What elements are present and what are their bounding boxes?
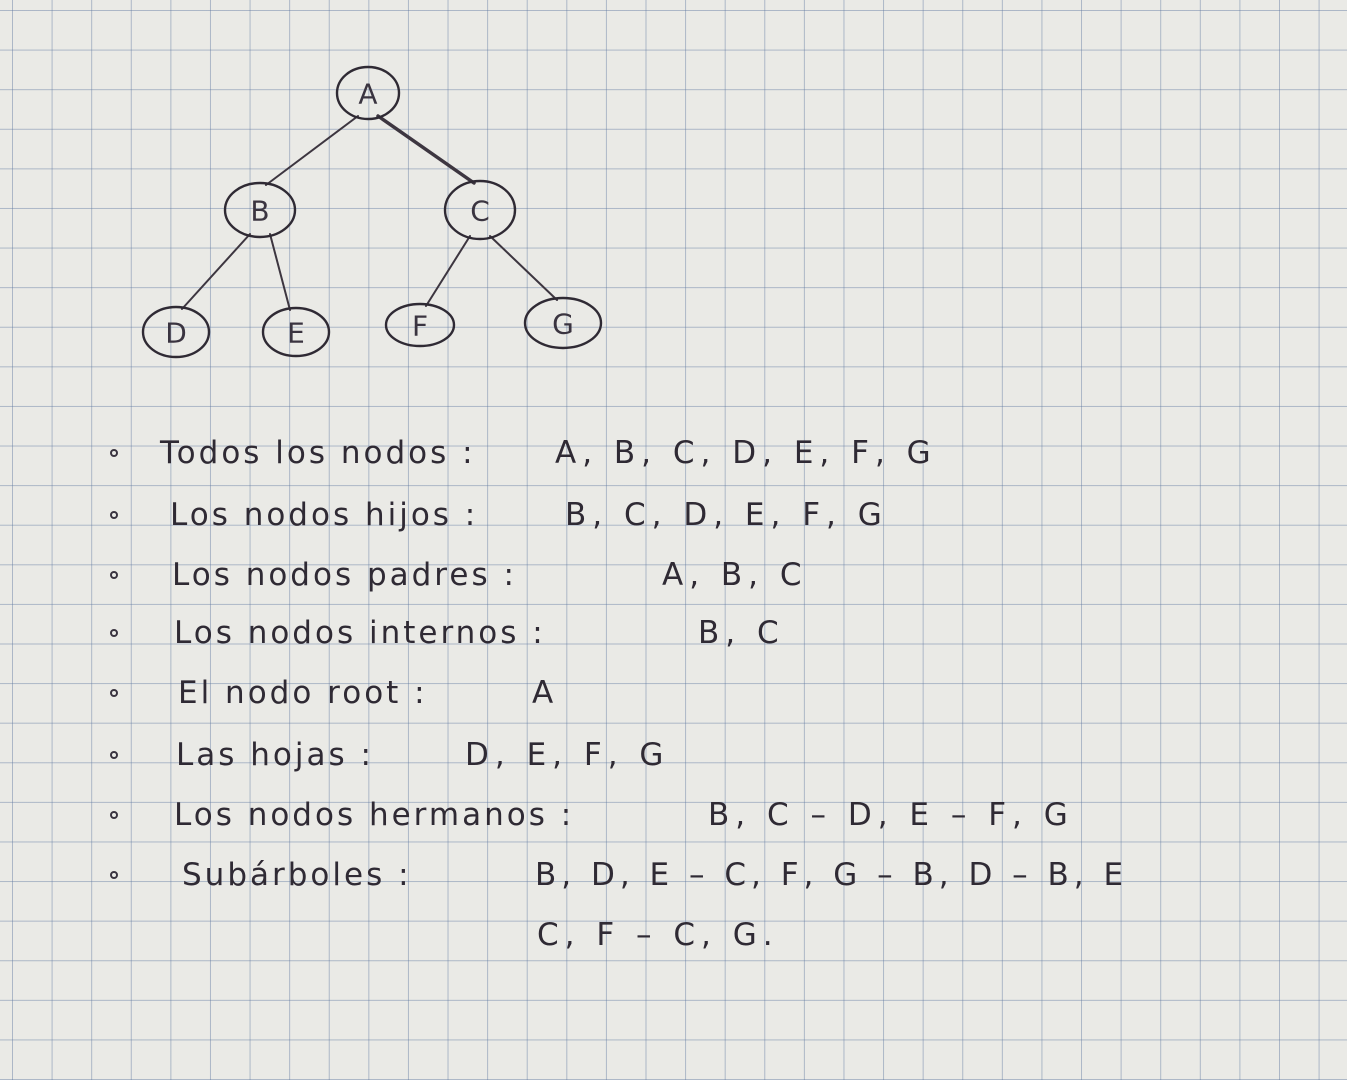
node-label: C — [470, 195, 490, 228]
note-value: D, E, F, G — [465, 737, 670, 773]
edge-A-B — [265, 115, 359, 186]
note-value: B, C – D, E – F, G — [708, 797, 1074, 833]
node-E: E — [261, 306, 331, 358]
note-label: Los nodos hijos : — [170, 497, 479, 533]
node-circle — [443, 179, 517, 241]
node-G: G — [523, 296, 603, 350]
note-label: Los nodos internos : — [174, 615, 546, 651]
note-value: B, C, D, E, F, G — [565, 497, 888, 533]
node-circle — [384, 302, 456, 348]
node-label: A — [358, 78, 377, 111]
node-label: D — [165, 317, 187, 350]
node-C: C — [443, 179, 517, 241]
edge-C-F — [425, 235, 471, 307]
node-circle — [223, 181, 297, 239]
note-value: A — [532, 675, 560, 711]
node-label: B — [250, 195, 269, 228]
node-label: G — [552, 308, 574, 341]
note-label: Todos los nodos : — [160, 435, 476, 471]
node-circle — [261, 306, 331, 358]
tree-nodes: A B C D E F G — [141, 65, 603, 359]
note-label: Subárboles : — [182, 857, 412, 893]
bullet-icon — [110, 751, 118, 759]
note-label: Los nodos hermanos : — [174, 797, 575, 833]
node-B: B — [223, 181, 297, 239]
tree-diagram: A B C D E F G — [141, 65, 603, 359]
node-label: E — [287, 317, 305, 350]
edge-B-D — [181, 233, 251, 310]
bullet-icon — [110, 449, 118, 457]
node-circle — [523, 296, 603, 350]
node-circle — [335, 65, 401, 121]
note-value: B, D, E – C, F, G – B, D – B, E — [535, 857, 1129, 893]
node-F: F — [384, 302, 456, 348]
note-value: A, B, C, D, E, F, G — [555, 435, 937, 471]
bullet-icon — [110, 511, 118, 519]
note-value-continued: C, F – C, G. — [537, 917, 779, 953]
edge-B-E — [269, 233, 291, 311]
node-label: F — [412, 310, 428, 343]
note-value: A, B, C — [662, 557, 808, 593]
note-label: Los nodos padres : — [172, 557, 517, 593]
node-A: A — [335, 65, 401, 121]
bullet-icon — [110, 811, 118, 819]
bullet-icon — [110, 571, 118, 579]
tree-edges — [181, 114, 558, 311]
bullet-icon — [110, 871, 118, 879]
note-label: El nodo root : — [178, 675, 428, 711]
node-circle — [141, 305, 211, 359]
note-label: Las hojas : — [176, 737, 374, 773]
bullet-icon — [110, 629, 118, 637]
bullet-icon — [110, 689, 118, 697]
edge-C-G — [489, 235, 558, 301]
note-value: B, C — [698, 615, 785, 651]
edge-A-C — [376, 114, 476, 185]
node-D: D — [141, 305, 211, 359]
